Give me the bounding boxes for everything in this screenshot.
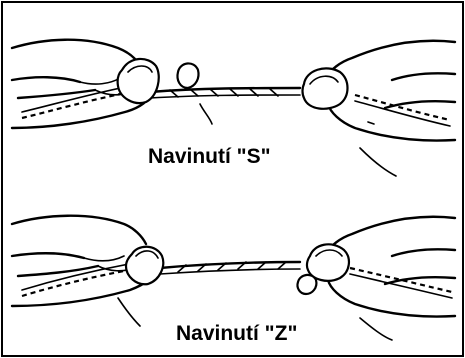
s-left-thumb <box>116 57 160 105</box>
z-yarn-left <box>21 266 141 298</box>
s-right-thumb <box>301 67 349 110</box>
s-right-hand <box>324 39 457 142</box>
s-center-finger <box>176 62 200 90</box>
s-yarn-middle <box>148 86 302 94</box>
z-twist-caption: Navinutí "Z" <box>176 322 297 345</box>
z-yarn-middle <box>158 260 302 270</box>
z-right-hand <box>324 215 457 318</box>
z-center-finger <box>296 273 318 296</box>
s-left-hand <box>10 38 154 130</box>
s-twist-illustration <box>10 38 457 177</box>
z-twist-illustration <box>10 214 457 341</box>
s-yarn-left <box>21 90 131 120</box>
z-left-hand <box>10 214 160 308</box>
s-twist-caption: Navinutí "S" <box>148 145 271 168</box>
z-yarn-right <box>349 266 453 294</box>
s-yarn-right <box>354 93 451 122</box>
z-left-thumb <box>124 245 165 286</box>
